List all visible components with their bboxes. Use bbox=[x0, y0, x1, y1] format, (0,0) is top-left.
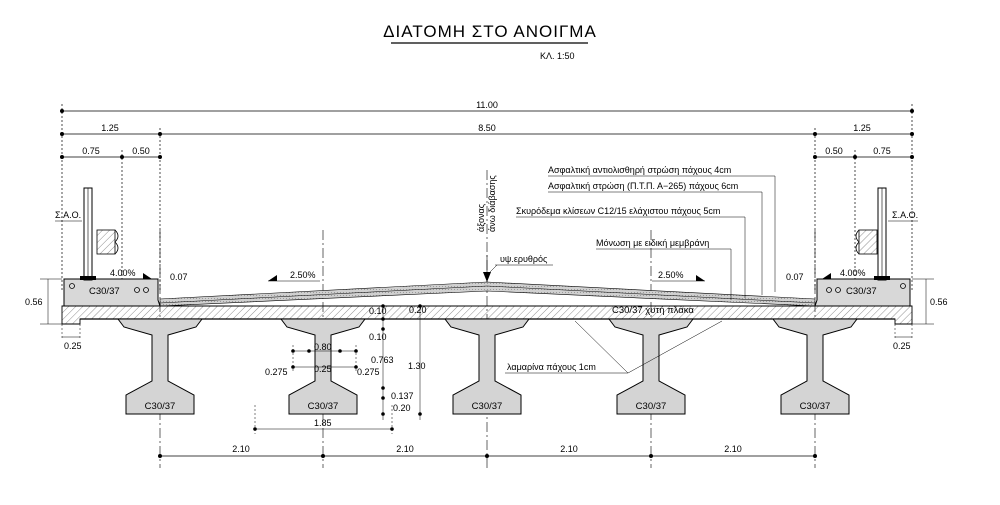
curb-height-left: 0.07 bbox=[170, 272, 188, 282]
layer-leaders bbox=[516, 175, 776, 300]
slope-deck-right: 2.50% bbox=[658, 270, 684, 280]
precast-beam-5 bbox=[772, 318, 858, 415]
layer-note-1: Ασφαλτική αντιολισθηρή στρώση πάχους 4cm bbox=[548, 165, 731, 175]
slope-deck-left: 2.50% bbox=[290, 270, 316, 280]
dim-web: 0.25 bbox=[314, 364, 332, 374]
dim-edge-left: 0.25 bbox=[64, 341, 82, 351]
dim-right-a: 0.50 bbox=[825, 146, 843, 156]
right-sidewalk bbox=[814, 278, 911, 307]
top-dimensions bbox=[61, 104, 913, 290]
dim-side-left: 0.56 bbox=[25, 297, 43, 307]
slab-concrete-label: C30/37 χυτή πλάκα bbox=[612, 305, 694, 316]
dim-top-flange: 0.80 bbox=[314, 342, 332, 352]
dim-side-right: 0.56 bbox=[930, 297, 948, 307]
beam-concrete-label-2: C30/37 bbox=[308, 401, 339, 412]
steel-sheet-leaders bbox=[505, 320, 723, 374]
dim-middle: 8.50 bbox=[478, 123, 496, 133]
curb-conc-left: C30/37 bbox=[89, 286, 120, 297]
dim-height-part: 0.763 bbox=[371, 355, 394, 365]
curb-conc-right: C30/37 bbox=[846, 286, 877, 297]
layer-note-2: Ασφαλτική στρώση (Π.Τ.Π. Α−265) πάχους 6… bbox=[548, 181, 738, 191]
guardrail-left bbox=[80, 187, 119, 281]
beam-concrete-label-3: C30/37 bbox=[472, 401, 503, 412]
beam-spacing-4: 2.10 bbox=[724, 444, 742, 454]
precast-beam-1 bbox=[117, 318, 203, 415]
dim-edge-right: 0.25 bbox=[893, 341, 911, 351]
beam-spacing-2: 2.10 bbox=[396, 444, 414, 454]
precast-beam-3 bbox=[444, 318, 530, 415]
layer-note-3: Σκυρόδεμα κλίσεων C12/15 ελάχιστου πάχου… bbox=[516, 206, 720, 216]
dim-bottom-flange: 1.85 bbox=[314, 418, 332, 428]
dim-bottom-b: 0.20 bbox=[393, 403, 411, 413]
guardrail-right bbox=[855, 187, 890, 281]
dim-slab-t1: 0.10 bbox=[369, 306, 387, 316]
drawing-title: ΔΙΑΤΟΜΗ ΣΤΟ ΑΝΟΙΓΜΑ bbox=[383, 22, 597, 41]
slope-sidewalk-left: 4.00% bbox=[110, 268, 136, 278]
dim-height-total: 1.30 bbox=[408, 361, 426, 371]
beam-spacing-3: 2.10 bbox=[560, 444, 578, 454]
dim-left-b: 0.50 bbox=[132, 146, 150, 156]
beam-spacing-1: 2.10 bbox=[232, 444, 250, 454]
beam-concrete-label-5: C30/37 bbox=[800, 401, 831, 412]
axis-label-line1: άξονας bbox=[476, 203, 486, 232]
dim-slab-t3: 0.20 bbox=[409, 305, 427, 315]
dim-right-b: 0.75 bbox=[873, 146, 891, 156]
beam-concrete-label-4: C30/37 bbox=[636, 401, 667, 412]
layer-note-4: Μόνωση με ειδική μεμβράνη bbox=[596, 238, 709, 248]
beam-detail-ticks bbox=[253, 304, 422, 431]
precast-beam-2 bbox=[280, 318, 366, 415]
top-dimension-ticks bbox=[60, 109, 914, 159]
dim-right-overhang: 1.25 bbox=[853, 123, 871, 133]
precast-beams: C30/37 C30/37 C30/37 C30/37 C30/37 bbox=[117, 318, 858, 415]
side-dims bbox=[40, 278, 934, 340]
dim-overall: 11.00 bbox=[476, 100, 498, 110]
dim-left-a: 0.75 bbox=[82, 146, 100, 156]
beam-spacing-ticks bbox=[158, 454, 817, 458]
sao-right-label: Σ.Α.Ο. bbox=[892, 210, 918, 220]
dim-left-overhang: 1.25 bbox=[101, 123, 119, 133]
drawing-scale: ΚΛ. 1:50 bbox=[540, 51, 575, 61]
dim-slab-t2: 0.10 bbox=[369, 332, 387, 342]
pavement-layers bbox=[159, 281, 816, 307]
red-level-label: υψ.ερυθρός bbox=[500, 254, 548, 264]
precast-beam-4 bbox=[608, 318, 694, 415]
dim-web-right: 0.275 bbox=[357, 367, 380, 377]
dim-web-left: 0.275 bbox=[265, 367, 288, 377]
axis-label-line2: άνω διάβασης bbox=[487, 175, 497, 232]
sao-left-label: Σ.Α.Ο. bbox=[55, 210, 81, 220]
curb-height-right: 0.07 bbox=[786, 272, 804, 282]
steel-sheet-label: λαμαρίνα πάχους 1cm bbox=[507, 362, 596, 372]
slope-sidewalk-right: 4.00% bbox=[840, 268, 866, 278]
beam-concrete-label-1: C30/37 bbox=[145, 401, 176, 412]
dim-bottom-a: 0.137 bbox=[391, 391, 414, 401]
